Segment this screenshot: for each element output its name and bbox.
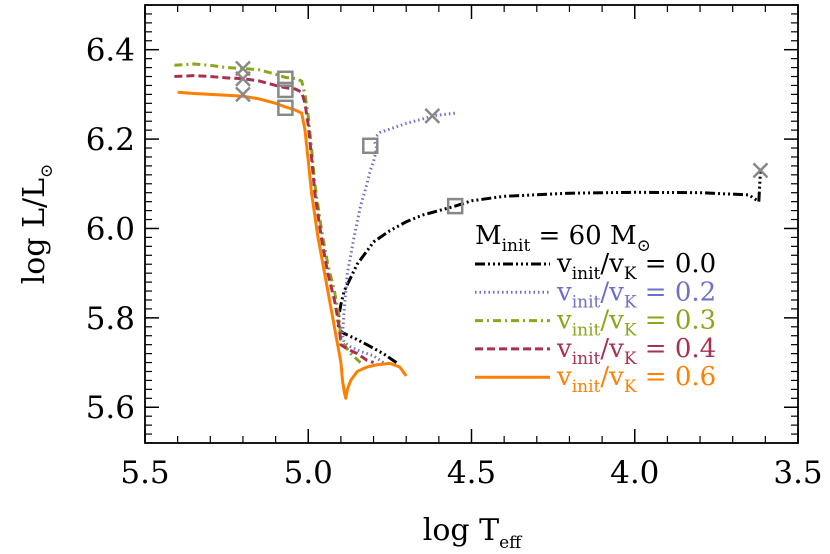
legend-title-rest: = 60 M [530, 221, 636, 251]
legend-label-v: v [556, 306, 572, 336]
tick-layer: 5.5 5.0 4.5 4.0 3.5 5.6 5.8 6.0 6.2 6.4 [86, 4, 823, 491]
y-tick-label: 5.8 [86, 301, 135, 337]
legend-label-value: = 0.4 [637, 334, 717, 364]
series-line-0.6 [177, 90, 408, 400]
x-tick-label: 5.5 [120, 455, 169, 491]
legend-label-mid: /v [600, 362, 624, 392]
cross-marker-0.6 [235, 86, 251, 103]
x-tick-label: 3.5 [773, 455, 822, 491]
legend-label-sub-init: init [572, 321, 601, 341]
y-tick-label: 6.4 [86, 33, 135, 69]
cross-marker-0.4 [235, 70, 251, 87]
square-marker-0.2 [362, 137, 379, 155]
legend-label-value: = 0.3 [637, 306, 717, 336]
legend-label-sub-k: K [624, 292, 637, 312]
legend-label-0.2: vinit/vK = 0.2 [556, 277, 716, 312]
y-axis-title-base: log L/L [17, 178, 52, 284]
legend-label-mid: /v [600, 334, 624, 364]
legend-label-0.0: vinit/vK = 0.0 [556, 249, 716, 284]
legend-label-0.6: vinit/vK = 0.6 [556, 362, 716, 397]
legend-label-sub-init: init [572, 292, 601, 312]
square-marker-0.4 [277, 81, 294, 99]
legend-label-sub-k: K [624, 264, 637, 284]
cross-marker-0.2 [424, 107, 441, 124]
y-axis-title-sub: ⊙ [37, 164, 57, 178]
legend-title-sub: init [502, 236, 531, 256]
legend-label-value: = 0.0 [637, 249, 717, 279]
legend-label-mid: /v [600, 306, 624, 336]
x-axis-title: log Teff [423, 513, 523, 553]
x-tick-label: 5.0 [284, 455, 333, 491]
legend-label-sub-k: K [624, 377, 637, 397]
legend-label-sub-init: init [572, 264, 601, 284]
legend-label-sub-k: K [624, 321, 637, 341]
legend-title: Minit = 60 M⊙ [475, 221, 651, 256]
series-line-0.2 [341, 111, 456, 364]
cross-marker-0.0 [752, 162, 769, 179]
legend-label-sub-init: init [572, 377, 601, 397]
x-axis-title-sub: eff [499, 533, 523, 553]
y-tick-label: 6.2 [86, 122, 135, 158]
legend-label-0.4: vinit/vK = 0.4 [556, 334, 716, 369]
square-marker-0.3 [277, 70, 294, 87]
legend-label-mid: /v [600, 277, 624, 307]
legend-label-v: v [556, 334, 572, 364]
series-layer [174, 62, 762, 400]
x-tick-label: 4.5 [447, 455, 496, 491]
legend-label-sub-init: init [572, 349, 601, 369]
legend-label-v: v [556, 249, 572, 279]
legend-label-v: v [556, 362, 572, 392]
y-tick-label: 5.6 [86, 390, 135, 426]
marker-layer [235, 60, 769, 215]
legend-title-m: M [475, 221, 502, 251]
legend-label-v: v [556, 277, 572, 307]
legend-label-0.3: vinit/vK = 0.3 [556, 306, 716, 341]
legend-label-mid: /v [600, 249, 624, 279]
x-axis-title-base: log T [423, 513, 499, 548]
x-tick-label: 4.0 [610, 455, 659, 491]
legend-label-sub-k: K [624, 349, 637, 369]
series-line-0.3 [174, 62, 362, 364]
legend-title-sym: ⊙ [637, 236, 651, 256]
square-marker-0.6 [277, 99, 294, 117]
y-tick-label: 6.0 [86, 211, 135, 247]
y-axis-title: log L/L⊙ [17, 164, 57, 285]
series-line-0.4 [174, 74, 375, 365]
legend-label-value: = 0.6 [637, 362, 717, 392]
square-marker-0.0 [446, 197, 464, 215]
legend-label-value: = 0.2 [637, 277, 717, 307]
